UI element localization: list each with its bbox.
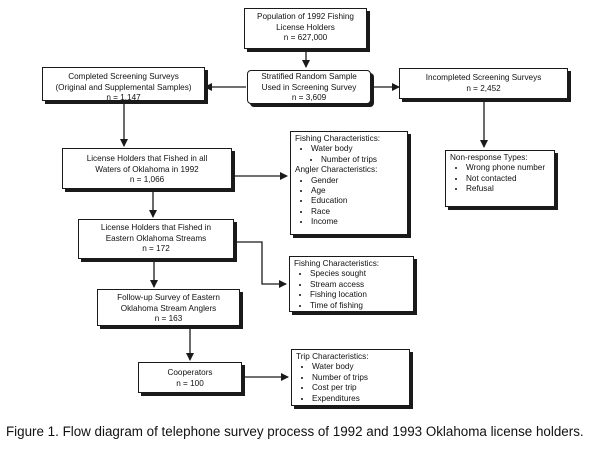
node-completed-line-1: Completed Screening Surveys <box>68 72 179 81</box>
list-item-stream-access: Stream access <box>310 280 409 290</box>
node-population: Population of 1992 Fishing License Holde… <box>244 8 367 49</box>
node-fished-all-waters: License Holders that Fished in all Water… <box>62 148 232 189</box>
node-followup-line-2: Oklahoma Stream Anglers <box>120 303 217 313</box>
node-eastern-line-1: License Holders that Fished in <box>100 223 212 232</box>
node-followup-line-1: Follow-up Survey of Eastern <box>117 293 220 302</box>
node-cooperators-line-1: Cooperators <box>167 368 213 377</box>
node-sample-line-1: Stratified Random Sample <box>261 72 357 81</box>
node-followup-line-3: n = 163 <box>154 314 183 323</box>
node-fished-all-line-3: n = 1,066 <box>129 175 165 184</box>
node-followup-survey: Follow-up Survey of Eastern Oklahoma Str… <box>97 289 240 326</box>
list-item-expenditures: Expenditures <box>312 394 405 404</box>
node-incompleted-line-2: n = 2,452 <box>466 83 501 93</box>
list-angler-heading: Angler Characteristics: <box>295 165 378 175</box>
node-population-line-2: License Holders <box>276 22 335 32</box>
list-nonresponse-types: Non-response Types: Wrong phone number N… <box>445 150 555 207</box>
node-cooperators: Cooperators n = 100 <box>138 362 242 393</box>
figure-caption: Figure 1. Flow diagram of telephone surv… <box>6 424 584 439</box>
arrow-eastern-to-fishing-characteristics <box>234 241 287 288</box>
list-trip-characteristics: Trip Characteristics: Water body Number … <box>291 349 410 406</box>
node-population-line-1: Population of 1992 Fishing <box>257 12 354 21</box>
node-sample-line-3: n = 3,609 <box>291 93 327 102</box>
list-item-age: Age <box>311 186 403 196</box>
list-fishing-heading: Fishing Characteristics: <box>295 134 381 143</box>
list-subitem-number-of-trips: Number of trips <box>321 155 403 165</box>
nonresponse-wrong-number: Wrong phone number <box>466 163 550 173</box>
list-item-trip-number-of-trips: Number of trips <box>312 373 405 383</box>
nonresponse-refusal: Refusal <box>466 184 550 194</box>
list-item-income: Income <box>311 217 403 227</box>
list-fishing-characteristics-eastern: Fishing Characteristics: Species sought … <box>289 256 414 312</box>
list-item-water-body: Water body <box>311 144 403 154</box>
list-item-time-of-fishing: Time of fishing <box>310 301 409 311</box>
node-completed-line-3: n = 1,147 <box>106 93 141 102</box>
nonresponse-not-contacted: Not contacted <box>466 174 550 184</box>
node-incompleted-line-1: Incompleted Screening Surveys <box>425 73 542 82</box>
node-completed-line-2: (Original and Supplemental Samples) <box>55 82 192 92</box>
list-item-gender: Gender <box>311 176 403 186</box>
node-population-line-3: n = 627,000 <box>283 33 328 42</box>
node-eastern-line-2: Eastern Oklahoma Streams <box>105 233 207 243</box>
node-fished-all-line-1: License Holders that Fished in all <box>86 154 208 163</box>
node-cooperators-line-2: n = 100 <box>176 378 204 388</box>
list-item-trip-water-body: Water body <box>312 362 405 372</box>
trip-characteristics-heading: Trip Characteristics: <box>296 352 369 361</box>
node-incompleted-surveys: Incompleted Screening Surveys n = 2,452 <box>399 68 568 99</box>
node-stratified-sample: Stratified Random Sample Used in Screeni… <box>247 70 371 104</box>
fishing-characteristics-heading: Fishing Characteristics: <box>294 259 380 268</box>
node-sample-line-2: Used in Screening Survey <box>261 82 357 92</box>
list-item-fishing-location: Fishing location <box>310 290 409 300</box>
list-item-education: Education <box>311 196 403 206</box>
list-fishing-angler-characteristics: Fishing Characteristics: Water body Numb… <box>290 131 408 235</box>
list-item-species-sought: Species sought <box>310 269 409 279</box>
node-fished-eastern-streams: License Holders that Fished in Eastern O… <box>78 219 234 259</box>
list-item-race: Race <box>311 207 403 217</box>
node-completed-surveys: Completed Screening Surveys (Original an… <box>42 67 205 102</box>
node-fished-all-line-2: Waters of Oklahoma in 1992 <box>95 164 199 174</box>
nonresponse-heading: Non-response Types: <box>450 153 528 162</box>
node-eastern-line-3: n = 172 <box>142 244 170 253</box>
list-item-cost-per-trip: Cost per trip <box>312 383 405 393</box>
